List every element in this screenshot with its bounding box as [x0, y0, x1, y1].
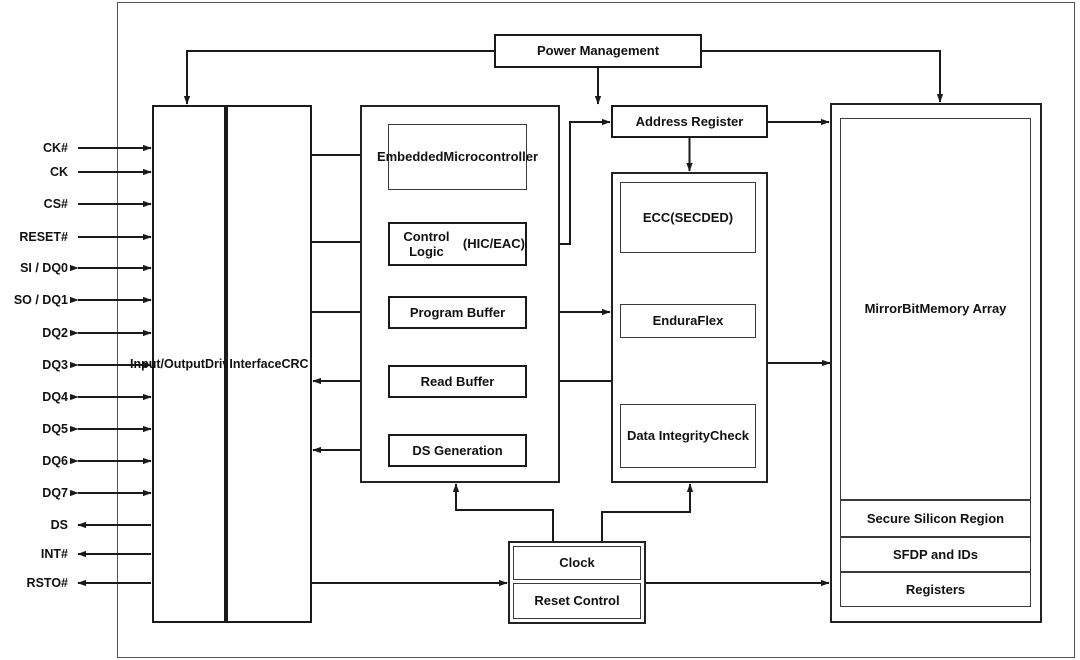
block-label-line: (SECDED) — [670, 209, 734, 225]
pin-label-dq6: DQ6 — [42, 454, 68, 468]
pin-label-si-dq0: SI / DQ0 — [20, 261, 68, 275]
pin-label-dq7: DQ7 — [42, 486, 68, 500]
block-power-management[interactable]: Power Management — [494, 34, 702, 68]
pin-label-ds: DS — [50, 518, 68, 532]
block-label-line: Interface — [229, 356, 282, 371]
block-label-line: Memory Array — [919, 301, 1007, 317]
block-label-line: Output — [163, 356, 205, 371]
block-read-buffer[interactable]: Read Buffer — [388, 365, 527, 398]
block-label-line: DS Generation — [412, 442, 503, 458]
block-label-line: Clock — [559, 555, 595, 571]
block-label-line: CRC — [281, 356, 309, 371]
block-input-output-drivers[interactable]: Input/OutputDrivers — [130, 105, 248, 623]
memory-subregion-sfdp-and-ids[interactable]: SFDP and IDs — [840, 537, 1031, 572]
pin-label-reset: RESET# — [19, 230, 68, 244]
pin-label-ck: CK — [49, 165, 68, 179]
block-address-register[interactable]: Address Register — [611, 105, 768, 138]
block-clock[interactable]: Clock — [513, 546, 641, 580]
block-label-line: Read Buffer — [420, 373, 495, 389]
block-label-line: Reset Control — [534, 593, 620, 609]
pin-label-ck: CK# — [42, 141, 68, 155]
block-label-line: ECC — [642, 209, 671, 225]
pin-label-dq4: DQ4 — [42, 390, 68, 404]
block-label-line: (HIC/EAC) — [462, 236, 525, 252]
block-label-line: MirrorBit — [864, 301, 920, 317]
block-control-logic[interactable]: Control Logic (HIC/EAC) — [388, 222, 527, 266]
block-ds-generation[interactable]: DS Generation — [388, 434, 527, 467]
pin-label-rsto: RSTO# — [26, 576, 68, 590]
pin-label-dq5: DQ5 — [42, 422, 68, 436]
block-label-line: Check — [710, 428, 750, 444]
block-program-buffer[interactable]: Program Buffer — [388, 296, 527, 329]
block-label-line: Program Buffer — [409, 304, 506, 320]
pin-label-dq2: DQ2 — [42, 326, 68, 340]
memory-subregion-registers[interactable]: Registers — [840, 572, 1031, 607]
block-label-line: Embedded — [376, 149, 444, 165]
block-enduraflex[interactable]: EnduraFlex — [620, 304, 756, 338]
pin-label-int: INT# — [40, 547, 68, 561]
block-label-line: Control Logic — [403, 228, 450, 259]
memory-subregion-secure-silicon-region[interactable]: Secure Silicon Region — [840, 500, 1031, 537]
block-label-line: Power Management — [536, 43, 660, 59]
block-label-line: Microcontroller — [443, 149, 539, 165]
block-label-line: Data Integrity — [626, 428, 711, 444]
block-ecc-secded[interactable]: ECC(SECDED) — [620, 182, 756, 253]
pin-label-dq3: DQ3 — [42, 358, 68, 372]
block-reset-control[interactable]: Reset Control — [513, 583, 641, 619]
block-label-line: EnduraFlex — [652, 313, 724, 329]
pin-label-cs: CS# — [43, 197, 68, 211]
block-label-line: Input/ — [129, 356, 164, 371]
pin-label-so-dq1: SO / DQ1 — [13, 293, 68, 307]
block-label-line: Address Register — [635, 113, 744, 129]
